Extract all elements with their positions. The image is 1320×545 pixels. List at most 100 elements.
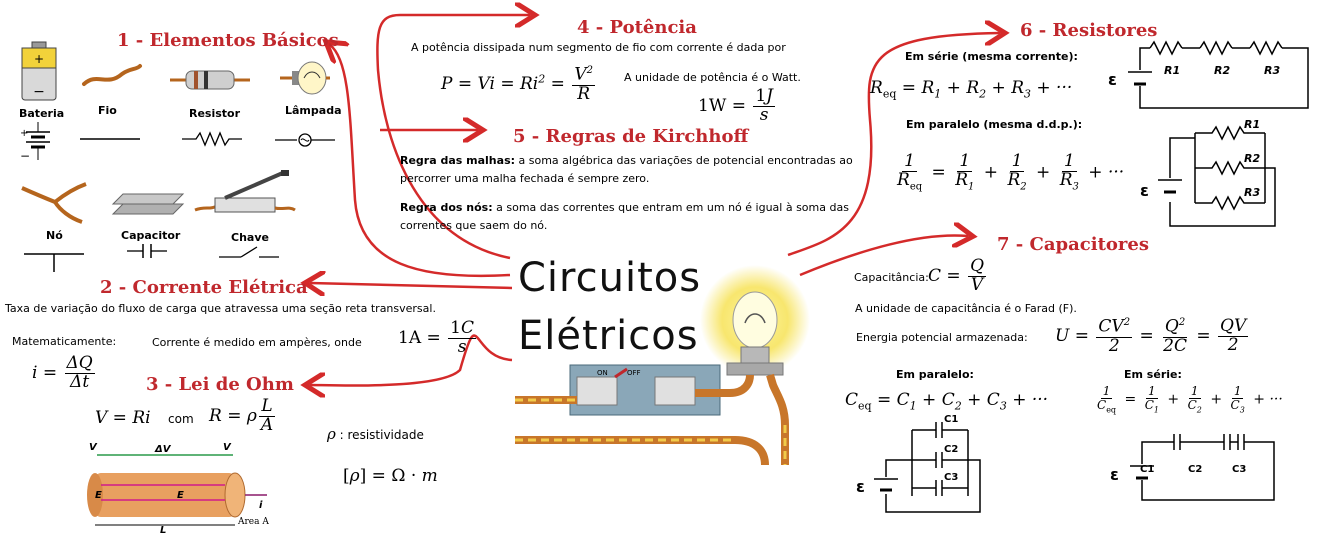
capacitor-symbol-icon xyxy=(127,244,167,258)
cap-series-label: Em série: xyxy=(1124,368,1182,381)
cap-parallel-formula: Ceq = C1 + C2 + C3 + ··· xyxy=(845,390,1049,413)
fig-area: Area A xyxy=(237,517,269,527)
capacitor-image xyxy=(111,193,185,215)
resistor-series-label: Em série (mesma corrente): xyxy=(905,50,1078,63)
r1-label: R1 xyxy=(1164,64,1180,77)
fig-i: i xyxy=(259,500,263,511)
resistor-series-circuit: ε R1 R2 R3 xyxy=(1108,40,1309,109)
fig-e2: E xyxy=(177,490,184,501)
r1p-label: R1 xyxy=(1244,118,1260,131)
r3p-label: R3 xyxy=(1244,186,1260,199)
arrow-to-s1 xyxy=(330,45,511,278)
svg-text:−: − xyxy=(20,149,30,163)
math-label: Matematicamente: xyxy=(12,335,117,348)
label-capacitor: Capacitor xyxy=(121,229,181,242)
switch-on-label: ON xyxy=(597,369,608,377)
section-7-title: 7 - Capacitores xyxy=(997,234,1149,255)
energy-label: Energia potencial armazenada: xyxy=(856,331,1028,344)
node-rule-text: a soma das correntes que entram em um nó… xyxy=(400,201,849,232)
section-2-title: 2 - Corrente Elétrica xyxy=(100,277,308,298)
resistor-image xyxy=(170,70,250,90)
lamp-image xyxy=(280,61,330,95)
node-symbol-icon xyxy=(24,253,84,272)
battery-image: + − xyxy=(21,41,57,101)
battery-symbol-icon: +− xyxy=(20,122,50,163)
farad-text: A unidade de capacitância é o Farad (F). xyxy=(855,302,1077,315)
resistor-symbol-icon xyxy=(182,131,242,147)
section-5-title: 5 - Regras de Kirchhoff xyxy=(513,126,749,147)
arrow-to-s7 xyxy=(799,235,968,277)
mesh-rule: Regra das malhas: a soma algébrica das v… xyxy=(400,152,860,188)
label-wire: Fio xyxy=(98,104,117,117)
current-description: Taxa de variação do fluxo de carga que a… xyxy=(5,302,436,315)
switch-image xyxy=(194,170,296,213)
ampere-text: Corrente é medido em ampères, onde xyxy=(152,336,362,349)
section-6-title: 6 - Resistores xyxy=(1020,20,1158,41)
label-node: Nó xyxy=(46,229,63,242)
arrow-to-s3 xyxy=(310,334,513,386)
switch-off-label: OFF xyxy=(627,369,641,377)
resistor-series-formula: Req = R1 + R2 + R3 + ··· xyxy=(870,78,1073,101)
svg-text:+: + xyxy=(20,128,28,139)
c1s-label: C1 xyxy=(1140,464,1154,475)
arrow-to-s4 xyxy=(376,15,530,260)
circuit-illustration: ON OFF xyxy=(515,265,810,466)
lamp-symbol-icon xyxy=(275,133,335,147)
section-4-title: 4 - Potência xyxy=(577,17,697,38)
c1p-label: C1 xyxy=(944,414,958,425)
fig-l: L xyxy=(160,525,166,536)
label-switch: Chave xyxy=(231,231,269,244)
com-text: com xyxy=(168,412,194,426)
arrow-to-s6 xyxy=(787,33,1000,257)
emf-label-parallel-r: ε xyxy=(1140,181,1149,200)
mesh-rule-text: a soma algébrica das variações de potenc… xyxy=(400,154,853,185)
capacitance-label: Capacitância: xyxy=(854,271,929,284)
emf-label-series-r: ε xyxy=(1108,70,1117,89)
power-description: A potência dissipada num segmento de fio… xyxy=(411,41,786,54)
cap-parallel-label: Em paralelo: xyxy=(896,368,974,381)
r2p-label: R2 xyxy=(1244,152,1260,165)
title-eletricos: Elétricos xyxy=(518,313,699,359)
wire-image xyxy=(82,64,142,86)
node-image xyxy=(21,182,87,224)
resistor-parallel-label: Em paralelo (mesma d.d.p.): xyxy=(906,118,1083,131)
conductor-figure: V ΔV V E E i L Area A xyxy=(87,442,269,536)
c3s-label: C3 xyxy=(1232,464,1246,475)
capacitor-series-circuit: ε C1 C2 C3 xyxy=(1110,434,1275,501)
title-circuitos: Circuitos xyxy=(518,255,702,301)
r2-label: R2 xyxy=(1214,64,1230,77)
fig-e1: E xyxy=(95,490,102,501)
fig-v1: V xyxy=(89,442,98,453)
ohm-formula: V = Ri xyxy=(95,408,151,428)
rho-label: ρ : resistividade xyxy=(327,425,424,443)
label-lamp: Lâmpada xyxy=(285,104,342,117)
emf-label-series-c: ε xyxy=(1110,465,1119,484)
emf-label-parallel-c: ε xyxy=(856,477,865,496)
arrow-to-s2 xyxy=(310,283,513,288)
watt-text: A unidade de potência é o Watt. xyxy=(624,71,801,84)
fig-v2: V xyxy=(223,442,232,453)
c2s-label: C2 xyxy=(1188,464,1202,475)
r3-label: R3 xyxy=(1264,64,1280,77)
c2p-label: C2 xyxy=(944,444,958,455)
switch-symbol-icon xyxy=(219,246,279,258)
node-rule-label: Regra dos nós: xyxy=(400,201,493,214)
c3p-label: C3 xyxy=(944,472,958,483)
section-1-title: 1 - Elementos Básicos xyxy=(117,30,339,51)
node-rule: Regra dos nós: a soma das correntes que … xyxy=(400,199,860,235)
resistor-parallel-circuit: ε R1 R2 R3 xyxy=(1140,118,1276,227)
rho-unit-formula: [ρ] = Ω · m xyxy=(343,466,438,486)
label-resistor: Resistor xyxy=(189,107,241,120)
mesh-rule-label: Regra das malhas: xyxy=(400,154,516,167)
svg-text:−: − xyxy=(33,84,45,100)
